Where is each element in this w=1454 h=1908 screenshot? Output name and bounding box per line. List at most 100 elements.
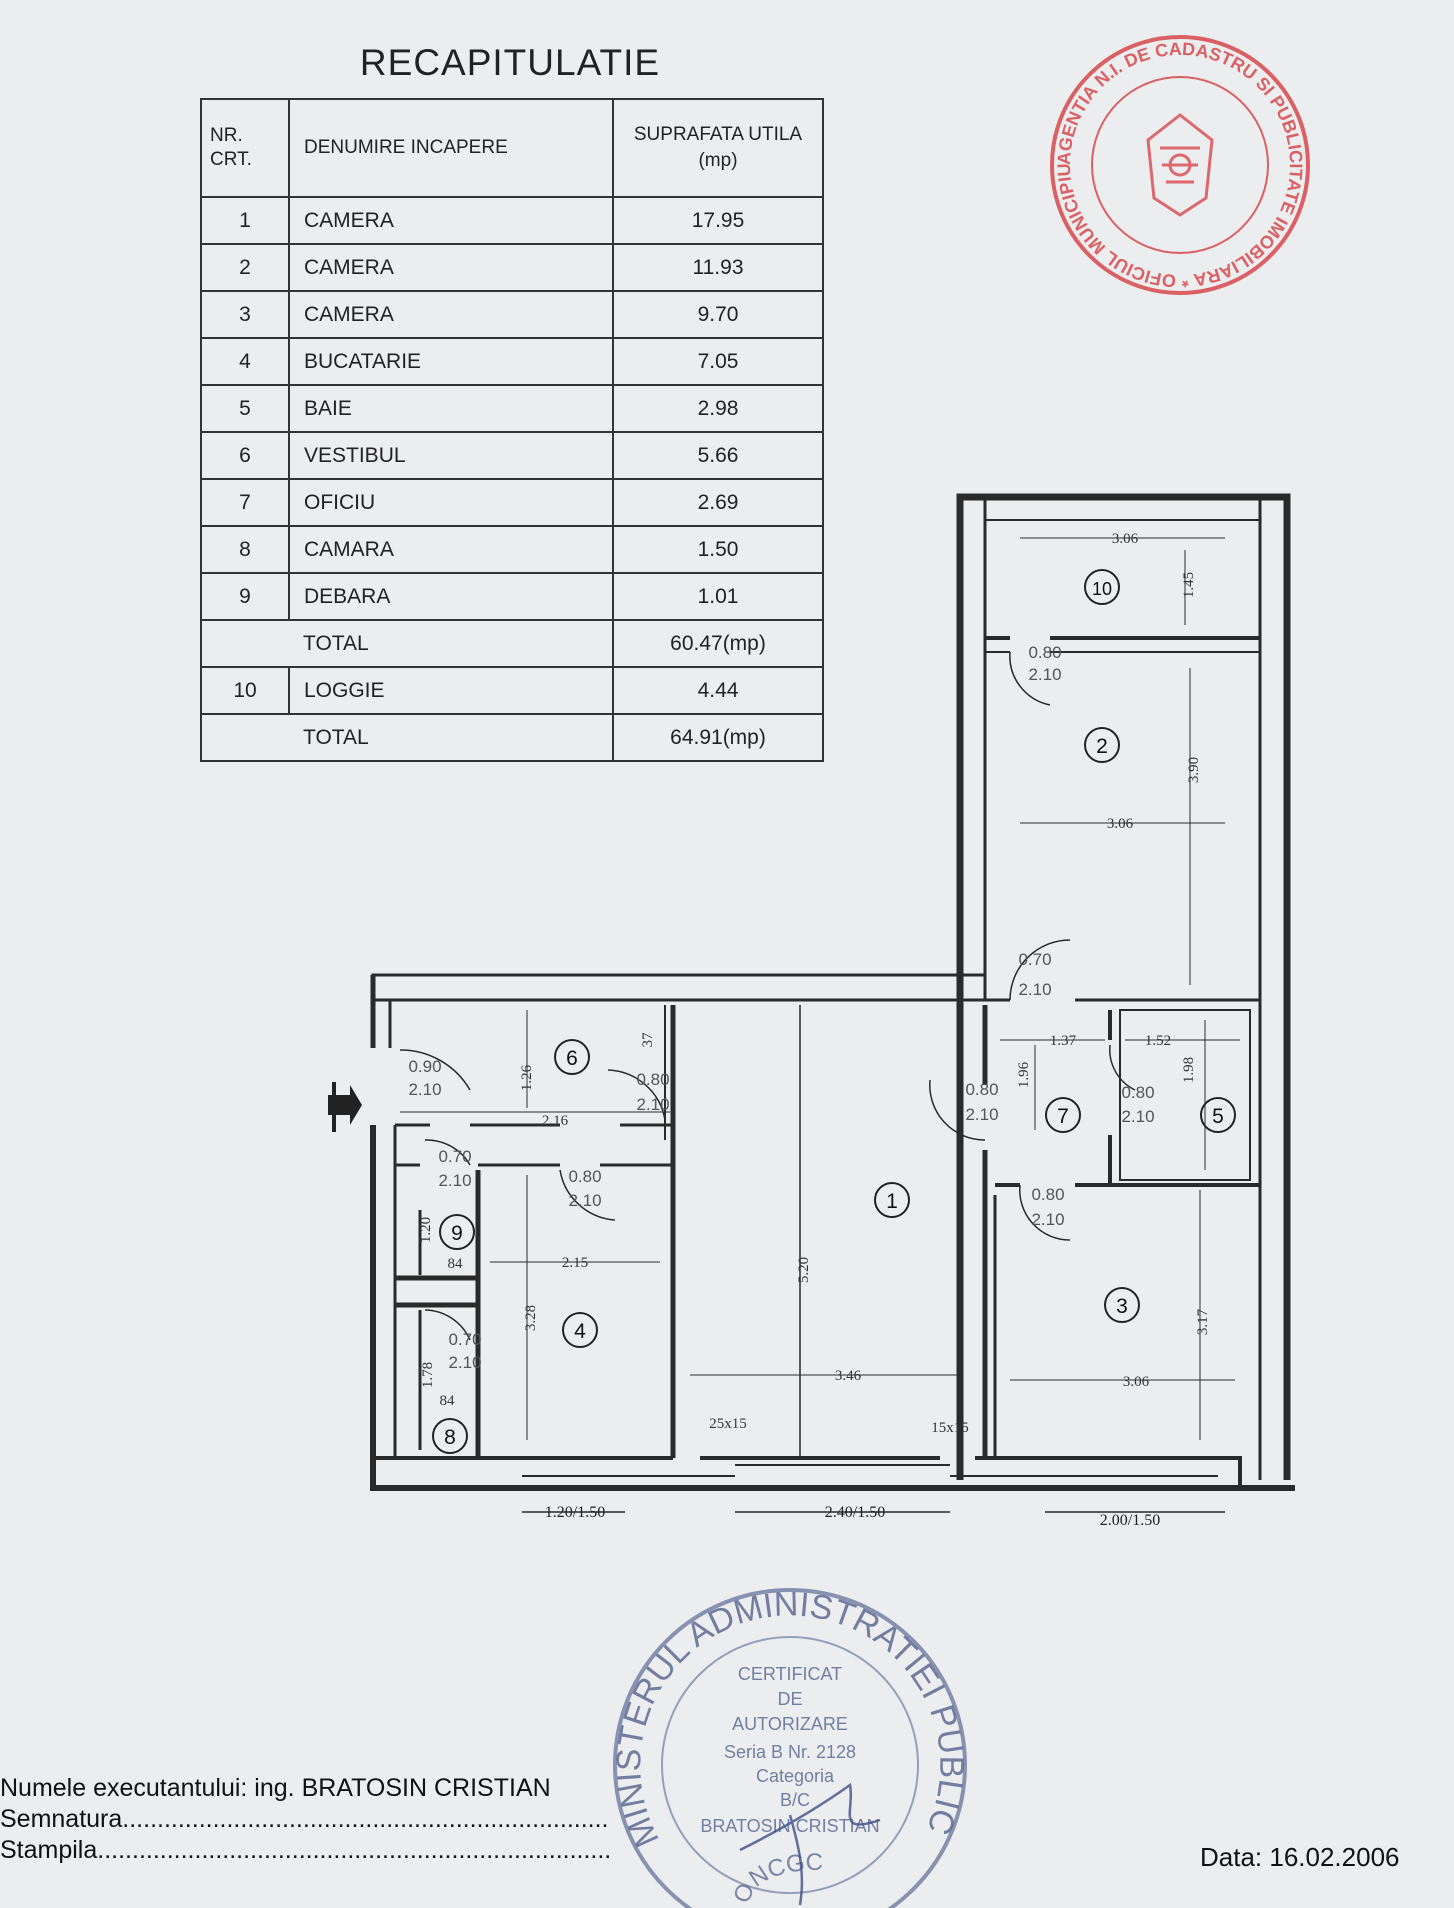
dim-label: 84 xyxy=(440,1393,456,1409)
row-nr: 1 xyxy=(200,196,290,245)
row-nr: 10 xyxy=(200,666,290,715)
row-name: BAIE xyxy=(288,384,614,433)
door-width: 0.80 xyxy=(965,1080,998,1099)
dim-label: 37 xyxy=(640,1032,656,1048)
door-width: 0.80 xyxy=(1031,1185,1064,1204)
row-name: BUCATARIE xyxy=(288,337,614,386)
stamp-line: AUTORIZARE xyxy=(732,1714,848,1734)
total-value: 64.91(mp) xyxy=(612,713,824,762)
room-label-3: 3 xyxy=(1116,1295,1128,1318)
red-agency-stamp: AGENTIA N.I. DE CADASTRU SI PUBLICITATE … xyxy=(1040,30,1310,295)
dim-label: 2.16 xyxy=(542,1113,569,1129)
row-name: OFICIU xyxy=(288,478,614,527)
window-label: 1.20/1.50 xyxy=(545,1504,605,1521)
header-area: SUPRAFATA UTILA(mp) xyxy=(612,98,824,198)
dim-label: 1.45 xyxy=(1181,572,1197,598)
row-nr: 4 xyxy=(200,337,290,386)
room-label-1: 1 xyxy=(886,1190,898,1213)
dim-label: 1.78 xyxy=(420,1362,436,1388)
door-height: 2.10 xyxy=(438,1171,471,1190)
room-label-7: 7 xyxy=(1057,1105,1069,1128)
door-width: 0.80 xyxy=(568,1167,601,1186)
dim-label: 2.15 xyxy=(562,1255,588,1271)
row-nr: 5 xyxy=(200,384,290,433)
dim-label: 15x15 xyxy=(931,1420,969,1436)
row-nr: 8 xyxy=(200,525,290,574)
window-label: 2.40/1.50 xyxy=(825,1504,885,1521)
room-label-10: 10 xyxy=(1092,579,1112,599)
document-date: Data: 16.02.2006 xyxy=(1200,1842,1400,1872)
dim-label: 3.06 xyxy=(1123,1374,1150,1390)
stamp-line: B/C xyxy=(780,1790,810,1810)
stamp-line: Seria B Nr. 2128 xyxy=(724,1742,856,1762)
door-height: 2.10 xyxy=(408,1080,441,1099)
row-nr: 6 xyxy=(200,431,290,480)
row-area: 2.69 xyxy=(612,478,824,527)
door-width: 0.70 xyxy=(448,1330,481,1349)
page-title: RECAPITULATIE xyxy=(359,42,661,83)
row-area: 11.93 xyxy=(612,243,824,292)
total-empty xyxy=(200,713,289,762)
dim-label: 3.06 xyxy=(1112,531,1139,547)
row-name: CAMERA xyxy=(288,290,614,339)
header-nr: NR.CRT. xyxy=(200,98,290,198)
room-label-8: 8 xyxy=(444,1426,456,1449)
room-label-6: 6 xyxy=(566,1047,578,1070)
dim-label: 1.96 xyxy=(1016,1061,1032,1088)
footer: Numele executantului: ing. BRATOSIN CRIS… xyxy=(0,1773,611,1866)
row-name: CAMARA xyxy=(288,525,614,574)
row-name: LOGGIE xyxy=(288,666,614,715)
signature-line: Semnatura...............................… xyxy=(0,1805,609,1833)
door-width: 0.70 xyxy=(438,1147,471,1166)
room-label-2: 2 xyxy=(1096,735,1108,758)
row-area: 7.05 xyxy=(612,337,824,386)
coat-of-arms-icon xyxy=(1146,113,1214,217)
dim-label: 1.98 xyxy=(1181,1057,1197,1083)
header-name: DENUMIRE INCAPERE xyxy=(288,98,614,198)
subtotal-label: TOTAL xyxy=(289,619,614,668)
row-area: 9.70 xyxy=(612,290,824,339)
dim-label: 3.06 xyxy=(1107,816,1134,832)
row-area: 2.98 xyxy=(612,384,824,433)
door-height: 2.10 xyxy=(1028,665,1061,684)
dim-label: 1.37 xyxy=(1050,1033,1077,1049)
dim-label: 1.26 xyxy=(519,1064,535,1091)
room-label-4: 4 xyxy=(574,1320,586,1343)
door-height: 2.10 xyxy=(636,1095,669,1114)
dim-label: 3.28 xyxy=(523,1305,539,1331)
room-label-5: 5 xyxy=(1212,1105,1224,1128)
stamp-line: Categoria xyxy=(756,1766,835,1786)
dim-label: 5.20 xyxy=(796,1257,812,1283)
door-width: 0.80 xyxy=(1028,643,1061,662)
row-name: CAMERA xyxy=(288,196,614,245)
summary-table: NR.CRT. DENUMIRE INCAPERE SUPRAFATA UTIL… xyxy=(200,98,824,762)
dim-label: 1.20 xyxy=(418,1217,434,1243)
stamp-line: CERTIFICAT xyxy=(738,1664,842,1684)
door-width: 0.70 xyxy=(1018,950,1051,969)
blue-certificate-stamp: MINISTERUL ADMINISTRATIEI PUBLICE CERTIF… xyxy=(600,1580,970,1908)
dim-label: 3.46 xyxy=(835,1368,862,1384)
row-area: 5.66 xyxy=(612,431,824,480)
row-area: 1.50 xyxy=(612,525,824,574)
stamp-line-label: Stampila................................… xyxy=(0,1836,612,1864)
door-height: 2.10 xyxy=(1018,980,1051,999)
room-label-9: 9 xyxy=(451,1222,463,1245)
window-label: 2.00/1.50 xyxy=(1100,1512,1160,1529)
row-nr: 7 xyxy=(200,478,290,527)
total-label: TOTAL xyxy=(289,713,614,762)
door-height: 2.10 xyxy=(1031,1210,1064,1229)
stamp-line: BRATOSIN CRISTIAN xyxy=(700,1816,879,1836)
door-height: 2.10 xyxy=(448,1353,481,1372)
entrance-arrow-icon xyxy=(328,1082,362,1132)
door-width: 0.80 xyxy=(636,1070,669,1089)
row-nr: 3 xyxy=(200,290,290,339)
row-area: 4.44 xyxy=(612,666,824,715)
